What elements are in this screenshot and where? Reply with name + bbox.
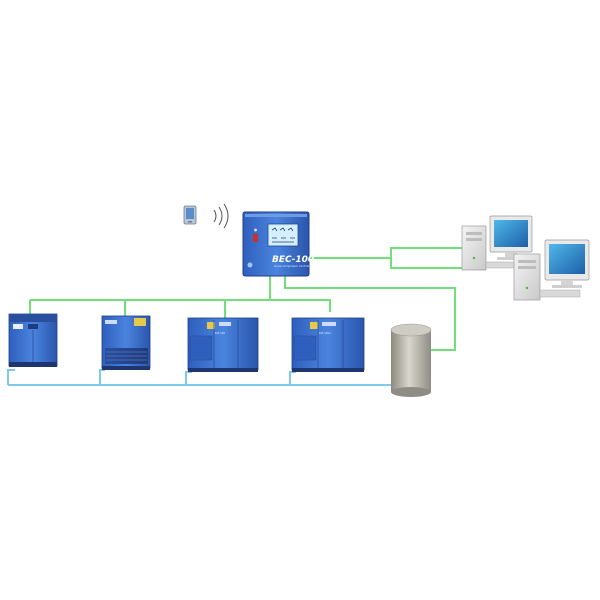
compressor-unit [8,313,58,367]
compressor-unit: BLT-100 [187,317,259,372]
compressor-bus-line [30,299,331,312]
monitor-screen [494,220,528,247]
keyboard [539,289,581,298]
compressor-model-tag: BLT-100 [215,331,225,335]
green-network-lines [29,247,470,351]
mobile-phone-icon [183,205,197,225]
computer-workstation [513,239,590,301]
compressor-unit [101,315,151,370]
computer-workstation [461,215,533,271]
wireless-signal-icon [213,203,229,229]
air-riser-4 [289,371,296,385]
controller-screen [267,223,299,247]
compressor-model-tag: BLT-100A [319,331,331,335]
air-riser-3 [185,371,192,385]
controller-pc-line [305,257,470,269]
bec-100-controller: BEC-100 Screw Compressor Controller [242,211,314,277]
controller-subtitle: Screw Compressor Controller [274,264,313,268]
compressor-unit: BLT-100A [291,317,365,372]
air-riser-1 [7,369,15,385]
controller-model-label: BEC-100 [272,255,314,265]
monitor-screen [549,244,585,274]
air-receiver-tank [390,323,432,397]
screen-glyphs [271,227,295,243]
air-riser-2 [99,369,105,385]
power-switch-icon [253,234,258,242]
controller-tank-line [284,275,456,351]
status-light-icon [247,262,253,268]
pc-branch-line [390,247,470,258]
blue-air-pipes [7,369,395,386]
